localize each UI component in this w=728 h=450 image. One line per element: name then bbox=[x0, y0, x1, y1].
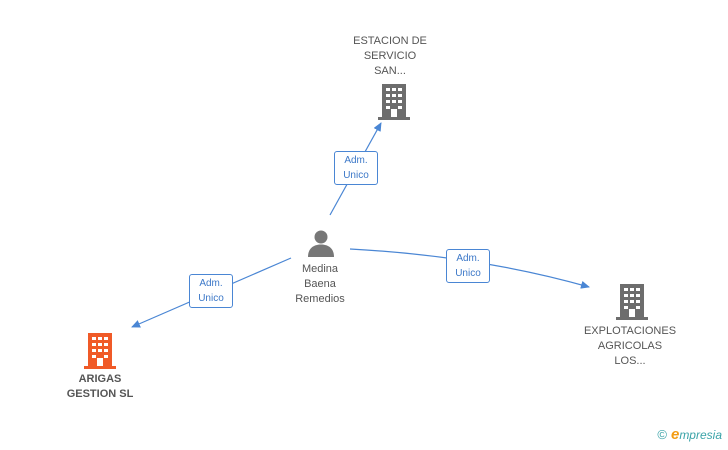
company-estacion-line-2: SERVICIO bbox=[363, 50, 417, 62]
person-name-line-2: Baena bbox=[304, 278, 336, 290]
brand-name-rest: mpresia bbox=[679, 428, 722, 442]
person-name-line-1: Medina bbox=[301, 263, 339, 275]
edge-tag-estacion-line-2: Unico bbox=[343, 170, 369, 181]
company-arigas-line-1: ARIGAS bbox=[78, 373, 122, 385]
company-estacion-line-1: ESTACION DE bbox=[353, 35, 427, 47]
edge-tag-explotaciones-line-1: Adm. bbox=[456, 253, 480, 264]
edge-tag-estacion[interactable]: Adm. Unico bbox=[334, 151, 378, 185]
building-icon[interactable] bbox=[378, 84, 410, 120]
edge-tag-explotaciones[interactable]: Adm. Unico bbox=[446, 249, 490, 283]
company-explotaciones-line-1: EXPLOTACIONES bbox=[583, 325, 677, 337]
company-estacion-line-3: SAN... bbox=[374, 65, 406, 77]
edge-tag-explotaciones-line-2: Unico bbox=[455, 268, 481, 279]
edge-tag-estacion-line-1: Adm. bbox=[344, 155, 368, 166]
building-icon[interactable] bbox=[84, 333, 116, 369]
building-icon[interactable] bbox=[616, 284, 648, 320]
empresia-logo: ©empresia bbox=[657, 426, 722, 443]
company-explotaciones-label[interactable]: EXPLOTACIONES AGRICOLAS LOS... bbox=[574, 324, 686, 369]
company-arigas-label[interactable]: ARIGAS GESTION SL bbox=[50, 372, 150, 402]
person-icon[interactable] bbox=[306, 228, 336, 258]
brand-initial: e bbox=[670, 426, 680, 443]
company-arigas-line-2: GESTION SL bbox=[66, 388, 134, 400]
copyright-symbol: © bbox=[657, 427, 667, 442]
company-explotaciones-line-2: AGRICOLAS bbox=[597, 340, 663, 352]
edge-tag-arigas-line-2: Unico bbox=[198, 293, 224, 304]
company-explotaciones-line-3: LOS... bbox=[614, 355, 646, 367]
person-name-line-3: Remedios bbox=[295, 293, 345, 305]
edge-tag-arigas-line-1: Adm. bbox=[199, 278, 223, 289]
company-estacion-label[interactable]: ESTACION DE SERVICIO SAN... bbox=[340, 34, 440, 79]
person-name[interactable]: Medina Baena Remedios bbox=[280, 262, 360, 307]
edge-tag-arigas[interactable]: Adm. Unico bbox=[189, 274, 233, 308]
